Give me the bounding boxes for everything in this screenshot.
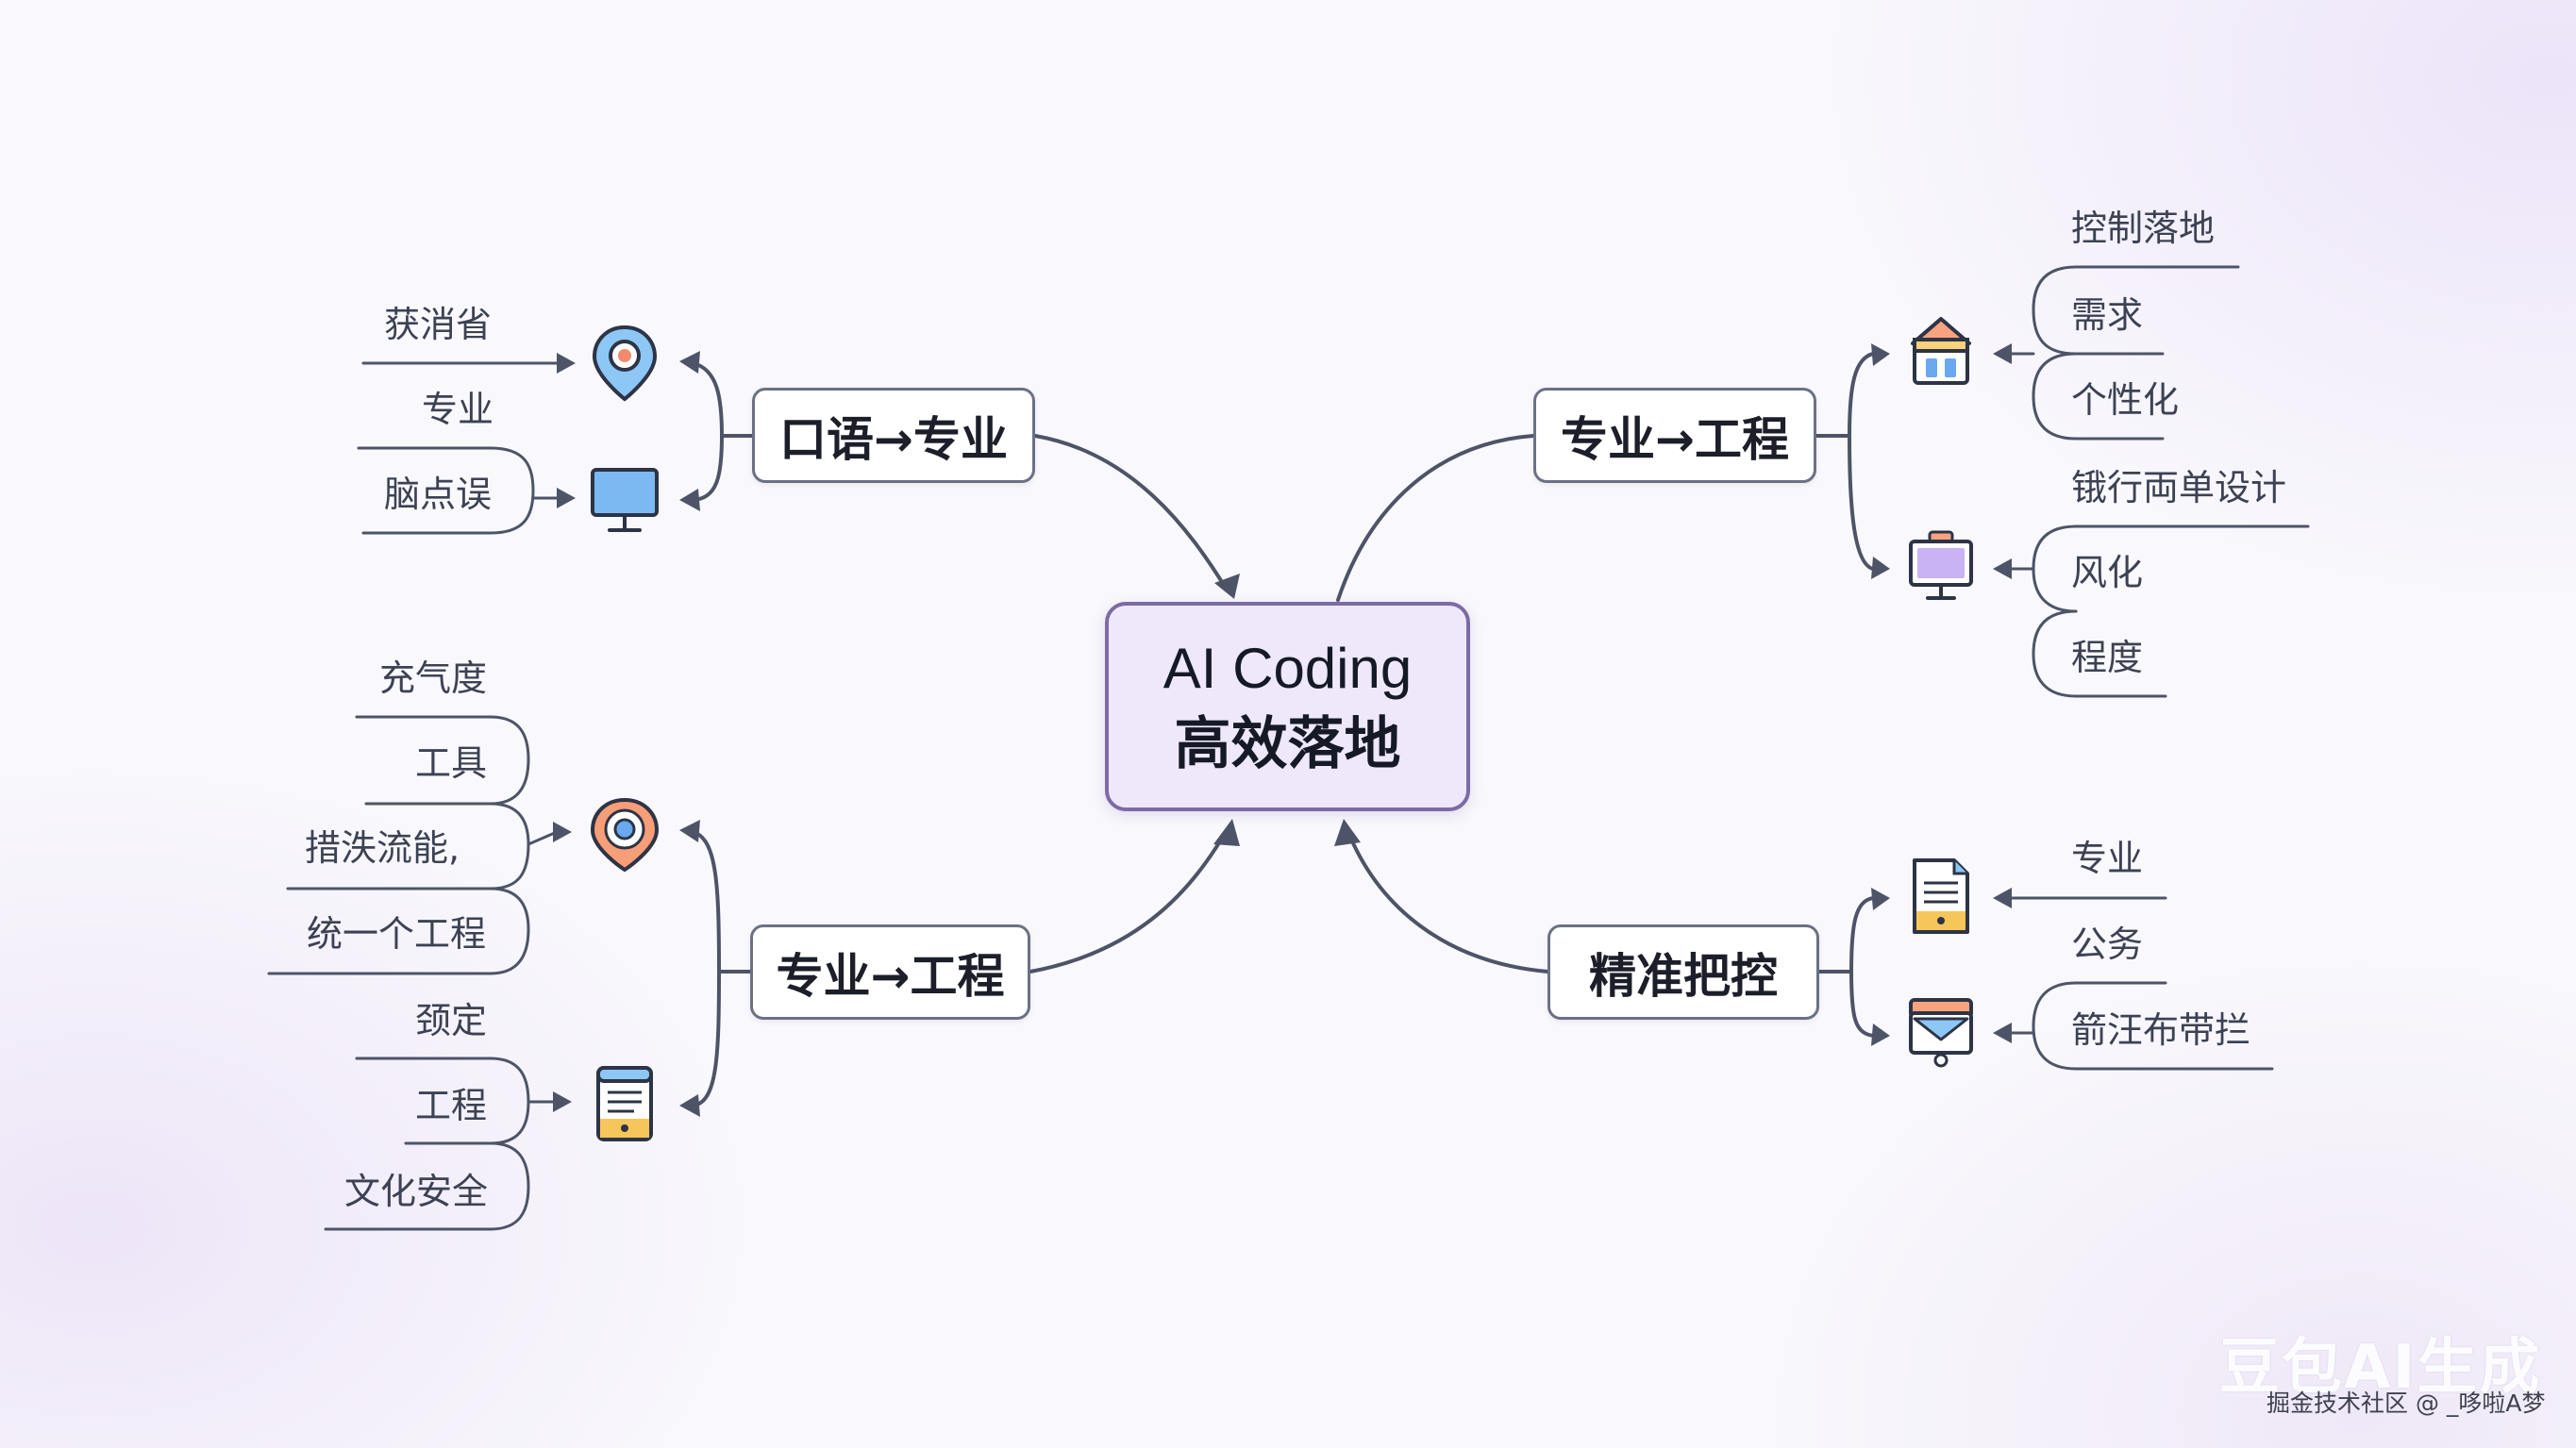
connector-center-to-topright (1336, 434, 1535, 602)
leaf-label: 工程 (415, 1085, 488, 1126)
store-icon (1901, 311, 1981, 391)
branch-label: 口语→专业 (779, 411, 1008, 467)
watermark-brand: 豆包AI生成 (2219, 1333, 2542, 1403)
leaf-label: 锇行両单设计 (2071, 467, 2287, 508)
map-pin-icon (585, 324, 664, 403)
location-target-icon (585, 794, 664, 874)
leaf-label: 措泆流能, (305, 827, 460, 869)
leaf-label: 获消省 (384, 304, 493, 345)
mail-icon (1901, 992, 1981, 1072)
center-node[interactable]: AI Coding 高效落地 (1105, 602, 1470, 811)
leaf-label: 文化安全 (344, 1171, 489, 1212)
leaf-label: 个性化 (2071, 379, 2180, 421)
leaf-label: 统一个工程 (307, 913, 487, 955)
branch-node-bottom-left[interactable]: 专业→工程 (750, 924, 1030, 1020)
document-icon (585, 1064, 664, 1143)
leaf-label: 颈定 (415, 1000, 488, 1041)
center-title-line1: AI Coding (1163, 637, 1413, 700)
leaf-label: 充气度 (379, 657, 488, 699)
branch-node-top-right[interactable]: 专业→工程 (1533, 388, 1816, 483)
leaf-label: 箭汪布带拦 (2071, 1009, 2251, 1051)
connector-bottomleft-to-center (1029, 828, 1229, 974)
watermark-credit: 掘金技术社区 @ _哆啦A梦 (2267, 1390, 2546, 1417)
leaf-label: 风化 (2071, 552, 2144, 593)
connector-bottomright-to-center (1346, 828, 1549, 974)
connector-topleft-to-center (1033, 434, 1229, 591)
monitor-icon (585, 460, 664, 540)
leaf-label: 控制落地 (2071, 208, 2216, 249)
center-title-line2: 高效落地 (1174, 711, 1401, 777)
leaf-label: 公务 (2071, 924, 2144, 965)
branch-label: 精准把控 (1589, 948, 1778, 1004)
leaf-label: 专业 (2071, 838, 2144, 879)
leaf-label: 工具 (415, 742, 488, 784)
branch-node-bottom-right[interactable]: 精准把控 (1547, 924, 1819, 1020)
branch-label: 专业→工程 (776, 948, 1005, 1004)
presentation-board-icon (1901, 528, 1981, 607)
arrowhead (1214, 574, 1240, 599)
document-list-icon (1901, 857, 1981, 936)
branch-node-top-left[interactable]: 口语→专业 (752, 388, 1035, 483)
leaf-label: 专业 (422, 389, 494, 430)
leaf-label: 程度 (2071, 637, 2144, 678)
leaf-label: 需求 (2071, 294, 2144, 336)
arrowhead (1334, 819, 1361, 846)
arrowhead (1213, 819, 1240, 846)
leaf-label: 脑点误 (384, 474, 493, 515)
branch-label: 专业→工程 (1561, 411, 1789, 467)
